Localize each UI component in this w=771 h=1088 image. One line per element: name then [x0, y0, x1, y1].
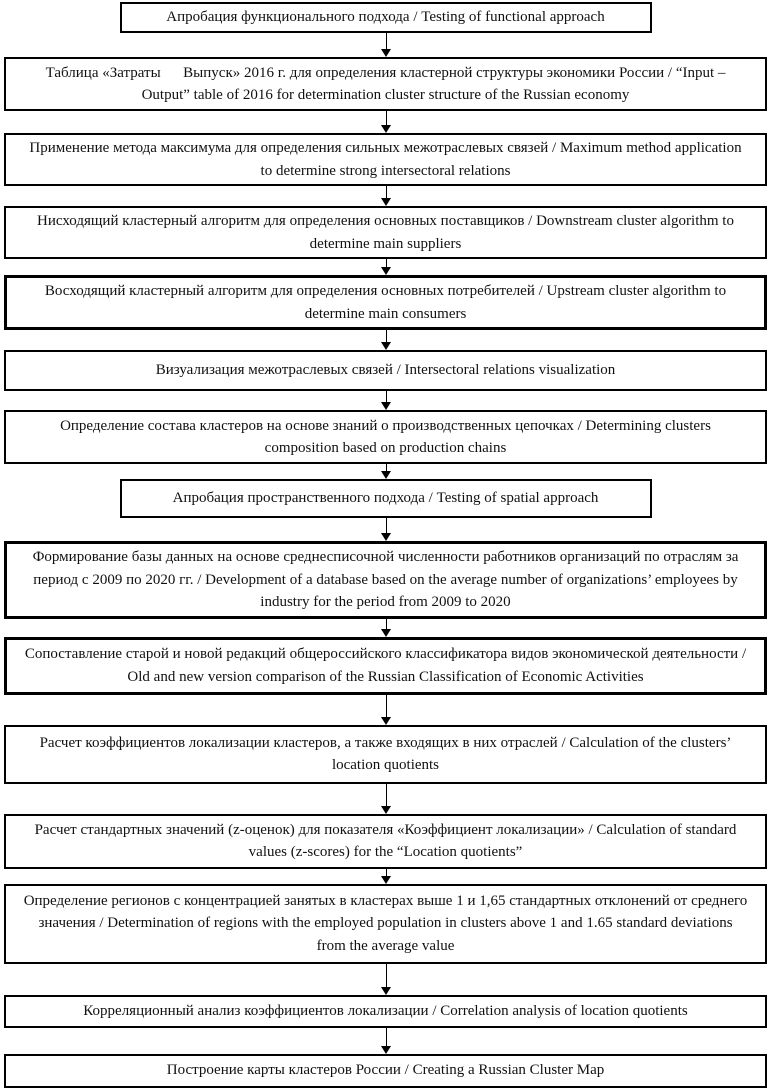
down-arrow-icon — [379, 33, 393, 57]
down-arrow-icon — [379, 330, 393, 350]
down-arrow-icon — [379, 783, 393, 814]
flow-step-input-output-table: Таблица «Затраты Выпуск» 2016 г. для опр… — [4, 57, 767, 111]
flow-step-label: Формирование базы данных на основе средн… — [32, 549, 739, 610]
down-arrow-icon — [379, 618, 393, 637]
down-arrow-icon — [379, 1027, 393, 1054]
flow-step-relations-visualization: Визуализация межотраслевых связей / Inte… — [4, 350, 767, 391]
flow-step-label: Апробация функционального подхода / Test… — [166, 9, 605, 26]
flow-step-label: Таблица «Затраты Выпуск» 2016 г. для опр… — [45, 64, 726, 104]
flow-step-classification-comparison: Сопоставление старой и новой редакций об… — [4, 636, 767, 695]
flow-step-label: Расчет стандартных значений (z-оценок) д… — [34, 821, 737, 861]
down-arrow-icon — [379, 518, 393, 541]
flow-step-label: Апробация пространственного подхода / Te… — [172, 490, 599, 507]
flow-step-database-development: Формирование базы данных на основе средн… — [4, 541, 767, 619]
down-arrow-icon — [379, 111, 393, 133]
flow-step-testing-spatial-approach: Апробация пространственного подхода / Te… — [119, 479, 652, 518]
down-arrow-icon — [379, 464, 393, 479]
flow-step-maximum-method: Применение метода максимума для определе… — [4, 133, 767, 186]
down-arrow-icon — [379, 186, 393, 206]
down-arrow-icon — [379, 963, 393, 995]
flow-step-label: Применение метода максимума для определе… — [29, 140, 742, 179]
flow-step-location-quotients-calculation: Расчет коэффициентов локализации кластер… — [4, 724, 767, 784]
down-arrow-icon — [379, 694, 393, 725]
flow-step-label: Построение карты кластеров России / Crea… — [166, 1062, 605, 1079]
flow-step-label: Визуализация межотраслевых связей / Inte… — [155, 362, 616, 379]
flow-step-upstream-cluster-algorithm: Восходящий кластерный алгоритм для опред… — [4, 275, 767, 330]
flow-step-label: Корреляционный анализ коэффициентов лока… — [83, 1002, 688, 1019]
flow-step-label: Сопоставление старой и новой редакций об… — [24, 646, 747, 685]
flow-step-z-scores-calculation: Расчет стандартных значений (z-оценок) д… — [4, 813, 767, 869]
flow-step-label: Расчет коэффициентов локализации кластер… — [39, 734, 732, 774]
flow-step-clusters-composition: Определение состава кластеров на основе … — [4, 410, 767, 464]
flow-step-cluster-map-creation: Построение карты кластеров России / Crea… — [4, 1053, 767, 1088]
flow-step-label: Определение регионов с концентрацией зан… — [23, 892, 748, 954]
down-arrow-icon — [379, 391, 393, 410]
down-arrow-icon — [379, 868, 393, 884]
down-arrow-icon — [379, 259, 393, 275]
flow-step-testing-functional-approach: Апробация функционального подхода / Test… — [119, 2, 652, 33]
flow-step-correlation-analysis: Корреляционный анализ коэффициентов лока… — [4, 994, 767, 1028]
flow-step-label: Определение состава кластеров на основе … — [60, 417, 711, 457]
flow-step-label: Нисходящий кластерный алгоритм для опред… — [37, 213, 734, 252]
flow-step-regions-determination: Определение регионов с концентрацией зан… — [4, 883, 767, 964]
flow-step-downstream-cluster-algorithm: Нисходящий кластерный алгоритм для опред… — [4, 206, 767, 259]
flow-step-label: Восходящий кластерный алгоритм для опред… — [44, 283, 727, 322]
